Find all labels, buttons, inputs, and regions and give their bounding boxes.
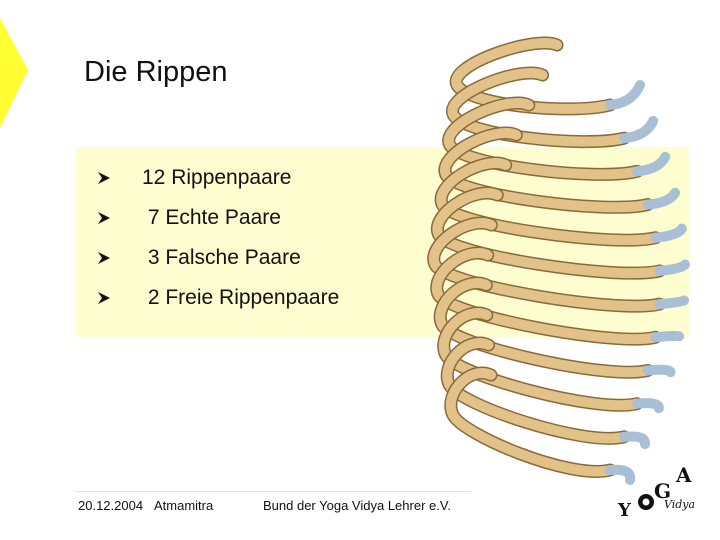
rib-cartilage: [650, 223, 687, 243]
arrow-bullet-icon: [98, 292, 110, 304]
yoga-vidya-logo: Y O G A Vidya: [617, 463, 695, 521]
rib-cartilage: [605, 80, 645, 110]
rib-cartilage: [654, 295, 690, 310]
ribcage-illustration: [427, 36, 690, 485]
footer-date: 20.12.2004: [78, 498, 144, 513]
bullet-item: 7 Echte Paare: [96, 205, 281, 245]
rib-cartilage: [632, 398, 664, 414]
rib-cartilage: [654, 259, 690, 276]
yellow-accent-shape: [0, 18, 28, 128]
rib-cartilage: [642, 364, 676, 378]
footer-divider: [76, 491, 471, 492]
logo-letter-y: Y: [617, 500, 632, 521]
rib-cartilage: [619, 431, 650, 450]
rib-cartilage: [605, 464, 636, 485]
rib: [451, 38, 615, 114]
bullet-text: 3 Falsche Paare: [142, 246, 301, 269]
footer-author: Atmamitra: [154, 498, 214, 513]
slide-title: Die Rippen: [84, 56, 228, 88]
bullet-list: 12 Rippenpaare 7 Echte Paare 3 Falsche P…: [96, 165, 339, 325]
arrow-bullet-icon: [98, 172, 110, 184]
arrow-bullet-icon: [98, 212, 110, 224]
bullet-text: 12 Rippenpaare: [142, 166, 292, 189]
logo-letter-a: A: [675, 463, 692, 487]
logo-letter-g: G: [654, 479, 671, 503]
bullet-item: 2 Freie Rippenpaare: [96, 285, 339, 325]
arrow-bullet-icon: [98, 252, 110, 264]
rib-cartilage: [642, 187, 681, 210]
rib-cartilage: [619, 115, 659, 144]
logo-subtitle: Vidya: [664, 498, 695, 511]
bullet-item: 12 Rippenpaare: [96, 165, 291, 205]
bullet-text: 2 Freie Rippenpaare: [142, 286, 340, 309]
bullet-item: 3 Falsche Paare: [96, 245, 301, 285]
rib-cartilage: [632, 151, 671, 177]
rib: [446, 368, 615, 477]
bullet-text: 7 Echte Paare: [142, 206, 281, 229]
footer-organization: Bund der Yoga Vidya Lehrer e.V.: [263, 498, 451, 513]
rib: [447, 68, 630, 147]
rib-cartilage: [650, 330, 685, 343]
